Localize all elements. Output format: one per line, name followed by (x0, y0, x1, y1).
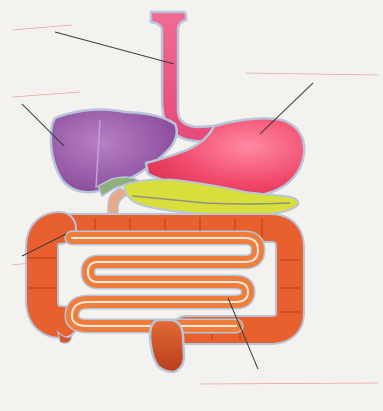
pointer-esophagus (55, 32, 174, 64)
small-intestine (72, 238, 258, 326)
rectum-shape (150, 320, 184, 372)
